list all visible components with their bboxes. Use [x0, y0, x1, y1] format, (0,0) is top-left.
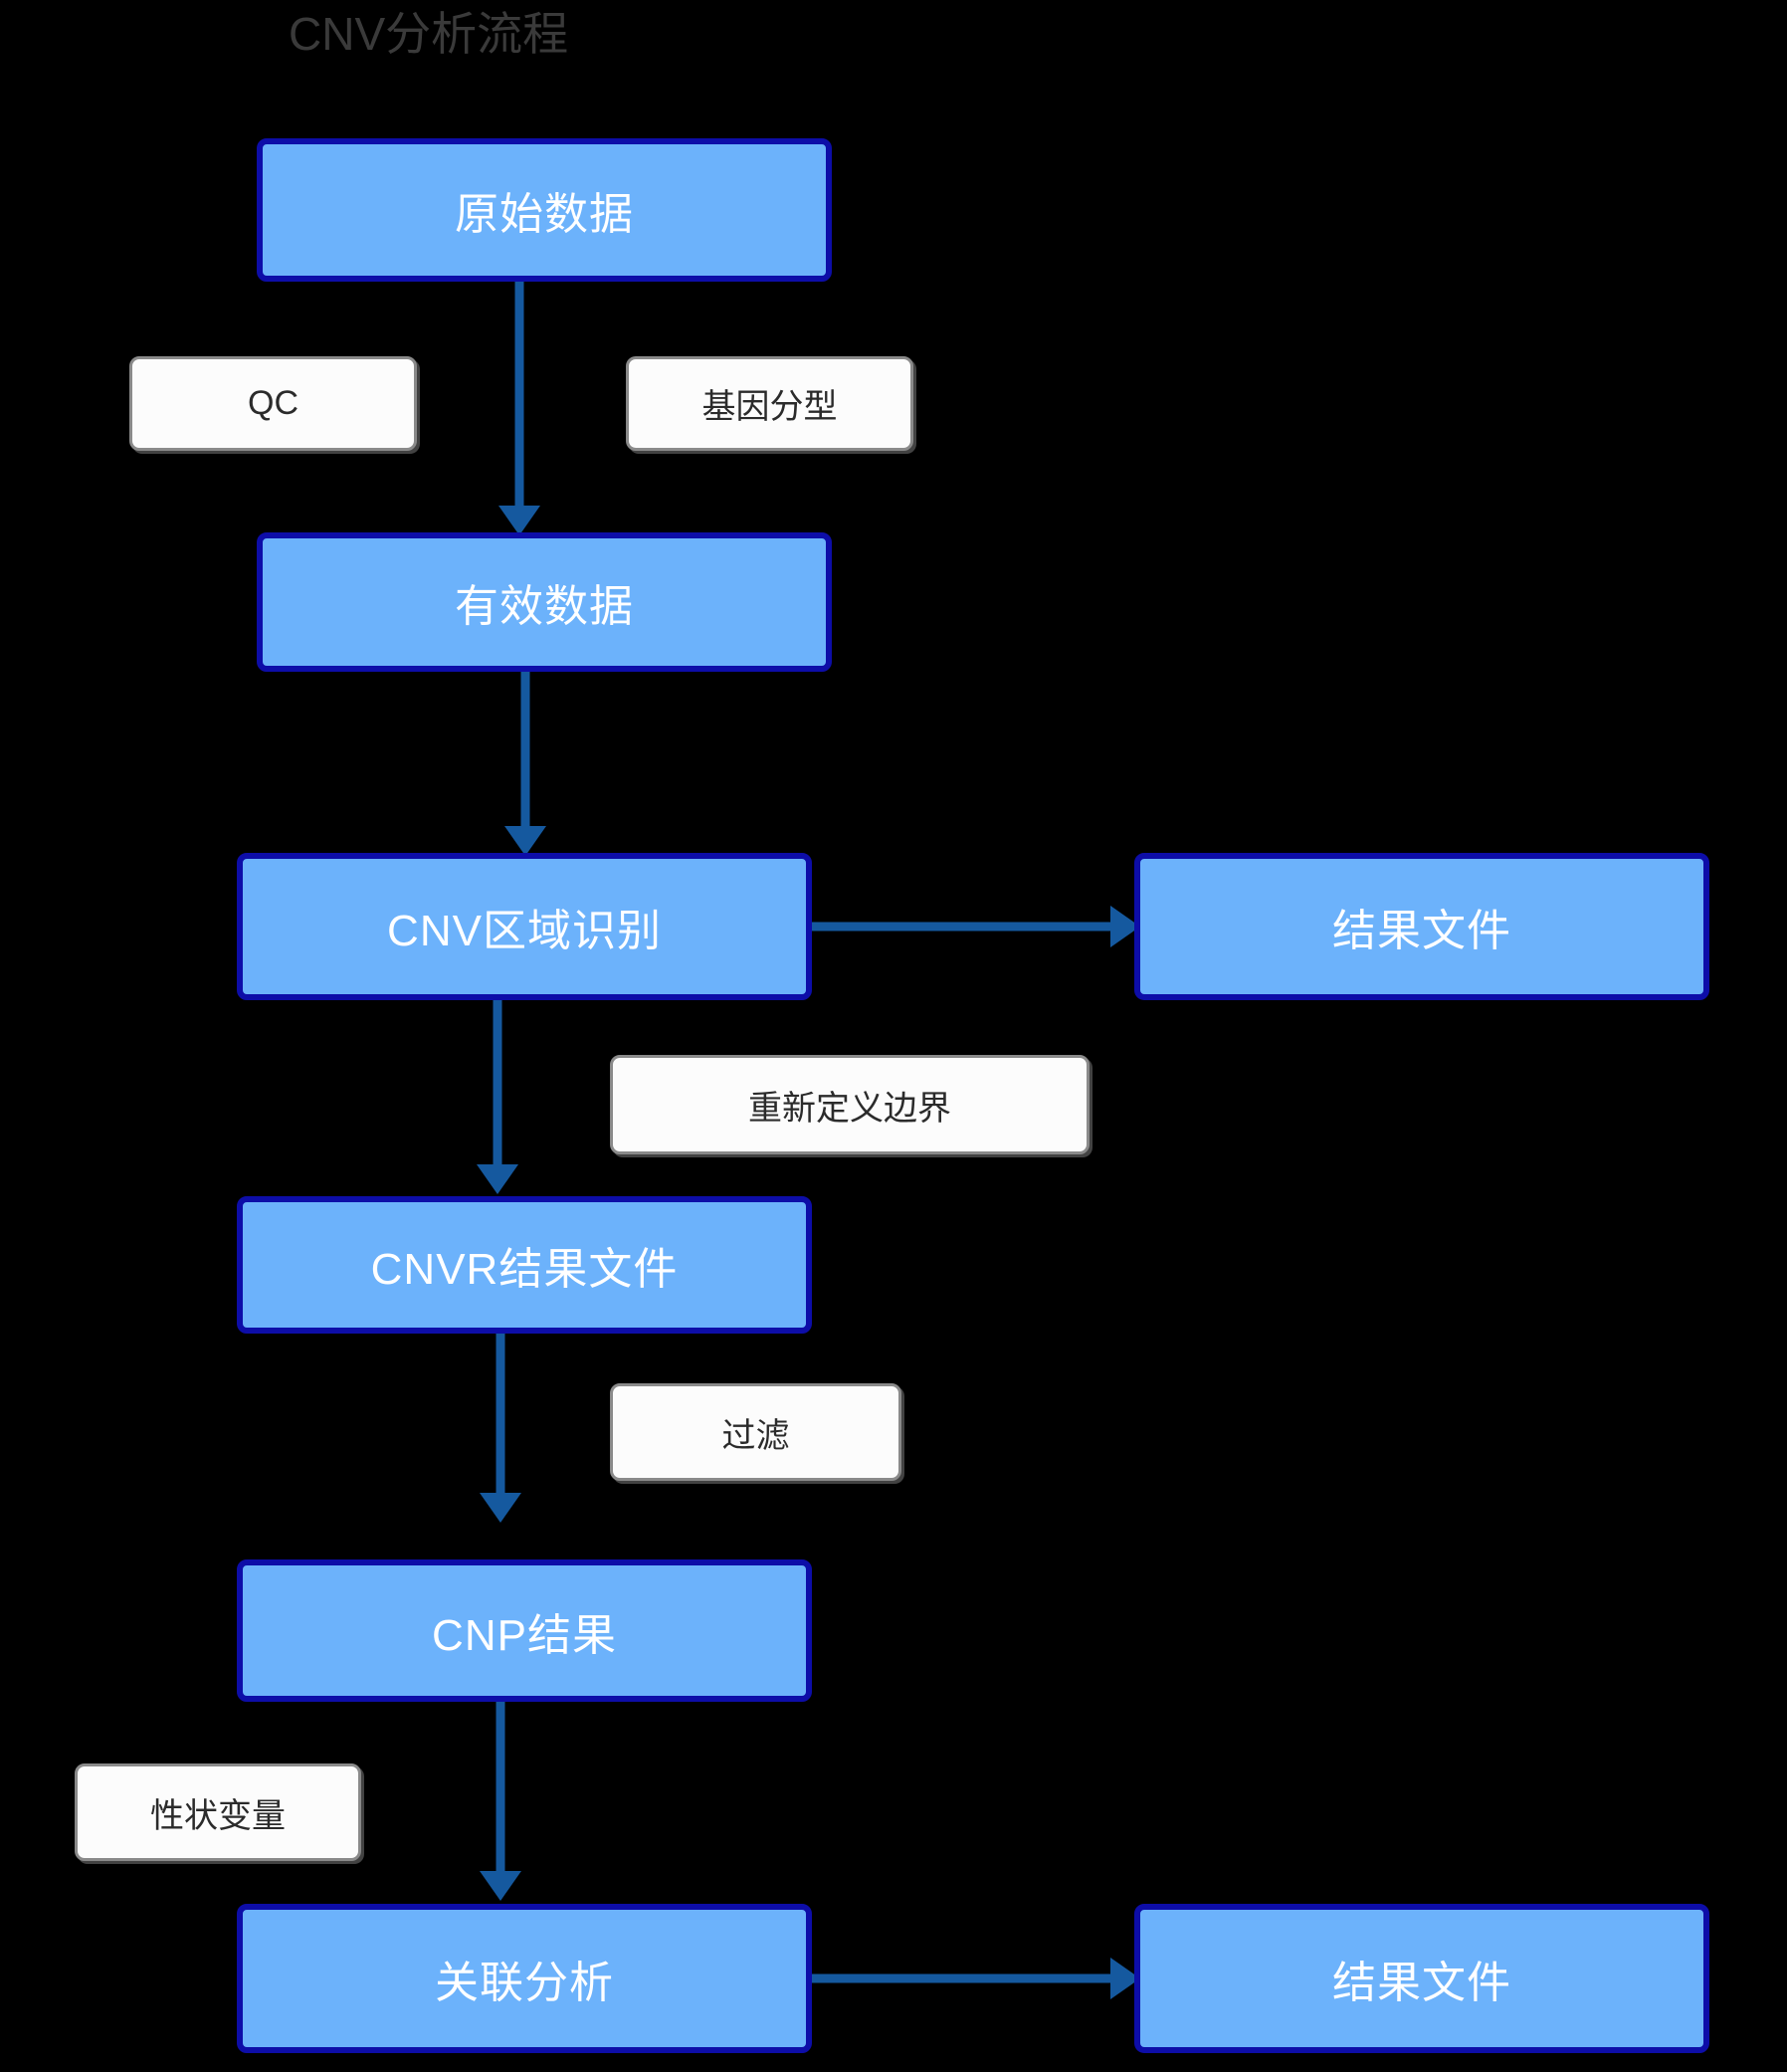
edge-label-genotyping: 基因分型: [626, 356, 913, 451]
edge-label-text: QC: [248, 384, 298, 422]
arrow-assoc-analysis-to-result-file-2: [812, 1953, 1140, 2004]
node-association-analysis[interactable]: 关联分析: [237, 1904, 812, 2053]
arrow-cnp-result-to-assoc-analysis: [471, 1702, 530, 1901]
page-title: CNV分析流程: [289, 8, 569, 60]
arrow-cnv-region-to-cnvr-result: [468, 1000, 527, 1194]
node-result-file-1[interactable]: 结果文件: [1134, 853, 1709, 1000]
edge-label-trait-variable: 性状变量: [75, 1763, 361, 1861]
node-label: CNV区域识别: [387, 907, 662, 955]
edge-label-text: 过滤: [721, 1416, 790, 1455]
edge-label-text: 基因分型: [701, 388, 838, 426]
node-result-file-2[interactable]: 结果文件: [1134, 1904, 1709, 2053]
node-label: CNVR结果文件: [370, 1245, 679, 1294]
edge-label-qc: QC: [129, 356, 417, 451]
node-label: 结果文件: [1332, 1959, 1511, 2007]
node-label: 结果文件: [1332, 907, 1511, 955]
edge-label-filter: 过滤: [610, 1383, 901, 1481]
edge-label-redefine-boundary: 重新定义边界: [610, 1055, 1090, 1154]
node-cnv-region[interactable]: CNV区域识别: [237, 853, 812, 1000]
node-cnvr-result-file[interactable]: CNVR结果文件: [237, 1196, 812, 1334]
arrow-cnvr-result-to-cnp-result: [471, 1334, 530, 1523]
node-raw-data[interactable]: 原始数据: [257, 138, 832, 282]
arrow-cnv-region-to-result-file-1: [812, 901, 1140, 952]
node-label: 有效数据: [455, 582, 634, 631]
node-valid-data[interactable]: 有效数据: [257, 532, 832, 672]
node-label: 关联分析: [435, 1959, 614, 2007]
edge-label-text: 性状变量: [150, 1796, 286, 1835]
arrow-valid-data-to-cnv-region: [496, 672, 555, 856]
node-label: 原始数据: [455, 190, 634, 239]
edge-label-text: 重新定义边界: [748, 1089, 951, 1128]
node-label: CNP结果: [432, 1610, 617, 1660]
node-cnp-result[interactable]: CNP结果: [237, 1559, 812, 1702]
arrow-raw-data-to-valid-data: [490, 282, 549, 535]
